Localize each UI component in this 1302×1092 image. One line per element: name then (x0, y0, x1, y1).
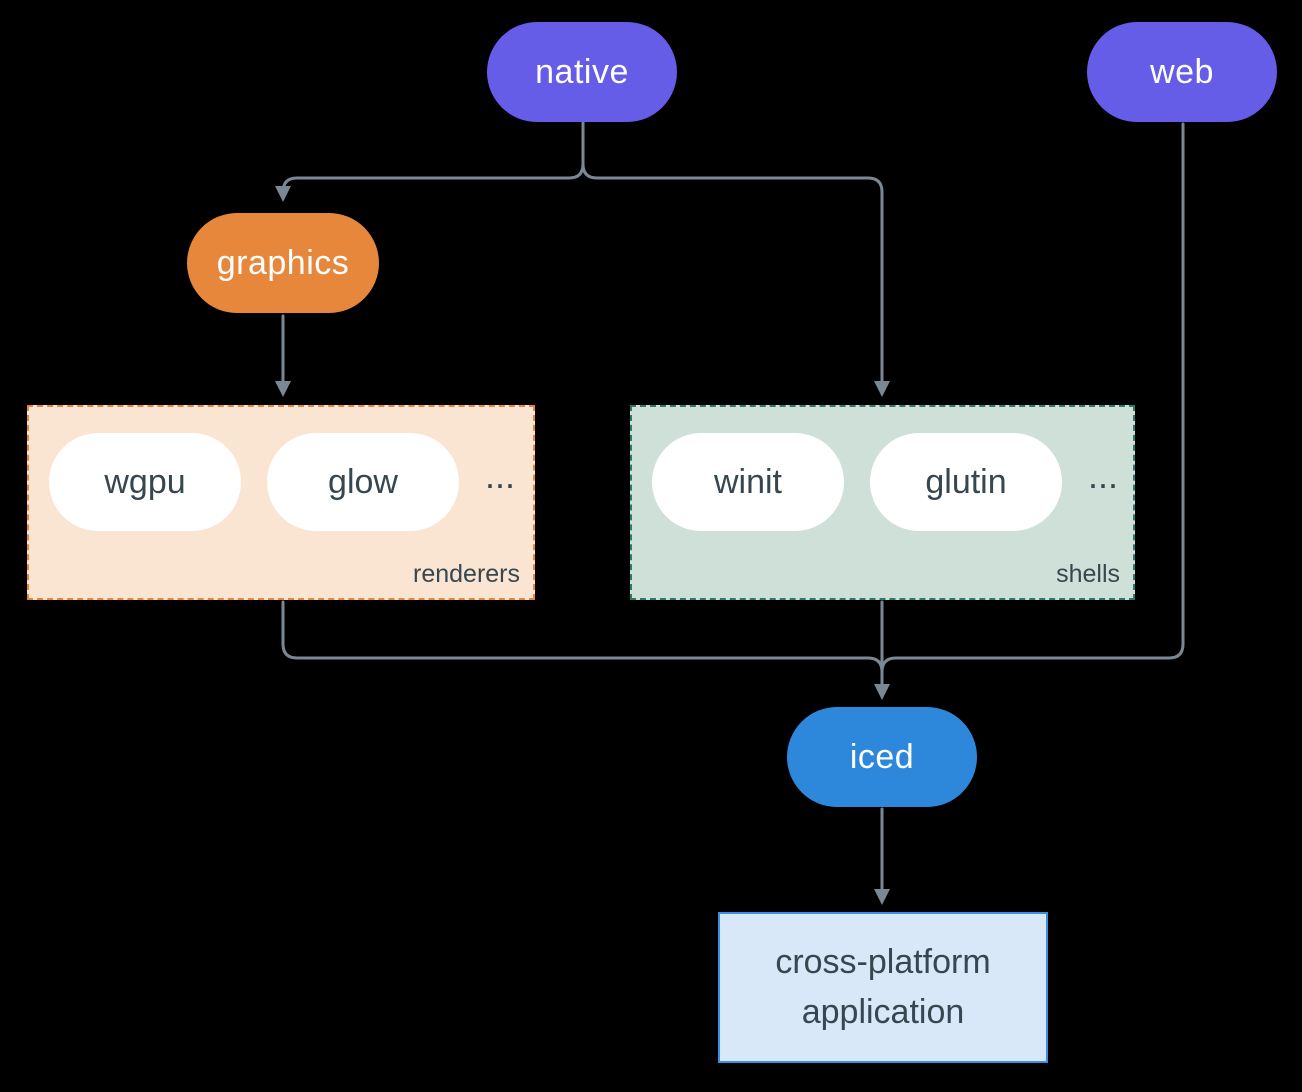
pill-wgpu-label: wgpu (104, 462, 186, 501)
pill-glow: glow (267, 433, 459, 531)
edge-native-graphics (275, 120, 585, 202)
edge-native-shells (581, 120, 890, 397)
pill-glutin-label: glutin (925, 462, 1007, 501)
node-iced-label: iced (849, 737, 915, 776)
pill-wgpu: wgpu (49, 433, 241, 531)
group-renderers-label: renderers (413, 560, 520, 588)
shells-ellipsis: ... (1088, 455, 1119, 496)
pill-winit: winit (652, 433, 844, 531)
renderers-ellipsis: ... (485, 455, 516, 496)
node-web: web (1087, 22, 1277, 122)
node-native: native (487, 22, 677, 122)
edge-web-merge (880, 122, 1185, 674)
group-renderers: wgpu glow ... renderers (27, 405, 535, 600)
group-shells-label: shells (1056, 560, 1120, 588)
node-native-label: native (535, 52, 629, 91)
group-renderers-pills: wgpu glow ... (49, 433, 515, 531)
pill-winit-label: winit (713, 462, 783, 501)
application-label-line1: cross-platform (775, 943, 991, 982)
node-graphics: graphics (187, 213, 379, 313)
node-graphics-label: graphics (216, 243, 350, 282)
application-label-line2: application (801, 992, 965, 1031)
group-shells: winit glutin ... shells (630, 405, 1135, 600)
group-shells-pills: winit glutin ... (652, 433, 1118, 531)
node-web-label: web (1150, 52, 1214, 91)
pill-glutin: glutin (870, 433, 1062, 531)
edge-renderers-merge (281, 600, 884, 674)
pill-glow-label: glow (328, 462, 398, 501)
node-iced: iced (787, 707, 977, 807)
node-cross-platform-application: cross-platform application (718, 912, 1048, 1063)
